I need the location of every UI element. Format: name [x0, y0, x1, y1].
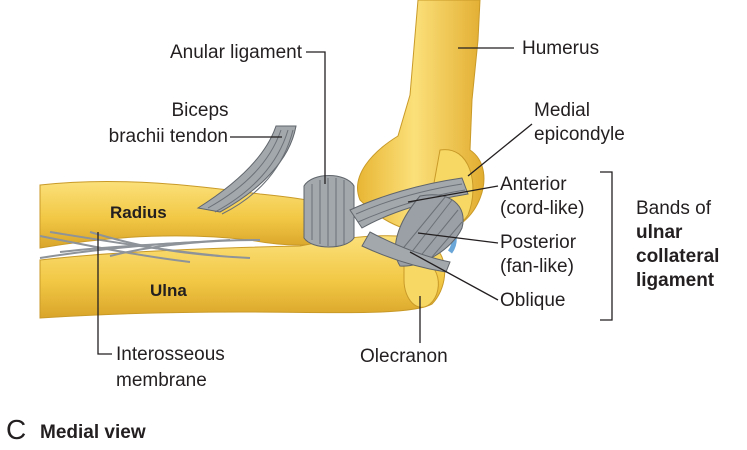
- biceps-tendon: [196, 125, 297, 215]
- leader-medial-epicondyle: [467, 123, 533, 177]
- label-bands-line1: Bands of: [636, 198, 711, 219]
- label-medial-epicondyle-line2: epicondyle: [534, 124, 625, 145]
- leader-oblique: [409, 251, 499, 301]
- label-medial-epicondyle-line1: Medial: [534, 100, 590, 121]
- label-bands-line2: ulnar: [636, 222, 683, 243]
- label-bands-line3: collateral: [636, 246, 720, 267]
- label-posterior-line2: (fan-like): [500, 256, 574, 277]
- leader-posterior: [417, 232, 499, 244]
- label-humerus: Humerus: [522, 38, 600, 59]
- anular-ligament: [303, 175, 355, 248]
- label-oblique: Oblique: [500, 290, 566, 311]
- label-interosseous-line1: Interosseous: [116, 344, 225, 365]
- label-bands-line4: ligament: [636, 270, 715, 291]
- label-anterior-line1: Anterior: [500, 174, 567, 195]
- bands-bracket: [600, 171, 613, 321]
- leader-anular: [306, 51, 326, 184]
- leader-lines: [97, 47, 613, 355]
- label-interosseous-line2: membrane: [116, 370, 207, 391]
- label-anterior-line2: (cord-like): [500, 198, 585, 219]
- label-anular-ligament: Anular ligament: [169, 42, 302, 63]
- label-ulna: Ulna: [150, 281, 187, 300]
- interosseous-membrane: [39, 231, 261, 263]
- label-radius: Radius: [110, 203, 167, 222]
- label-biceps-line1: Biceps: [171, 100, 229, 121]
- leader-interosseous: [97, 232, 112, 355]
- panel-letter: C: [6, 414, 27, 445]
- ucl-anterior-band: [349, 177, 469, 229]
- ulna-bone: [39, 235, 446, 319]
- leader-anterior: [407, 185, 499, 203]
- label-biceps-line2: brachii tendon: [108, 126, 228, 147]
- label-posterior-line1: Posterior: [500, 232, 577, 253]
- label-olecranon: Olecranon: [360, 346, 448, 367]
- view-title: Medial view: [40, 422, 146, 443]
